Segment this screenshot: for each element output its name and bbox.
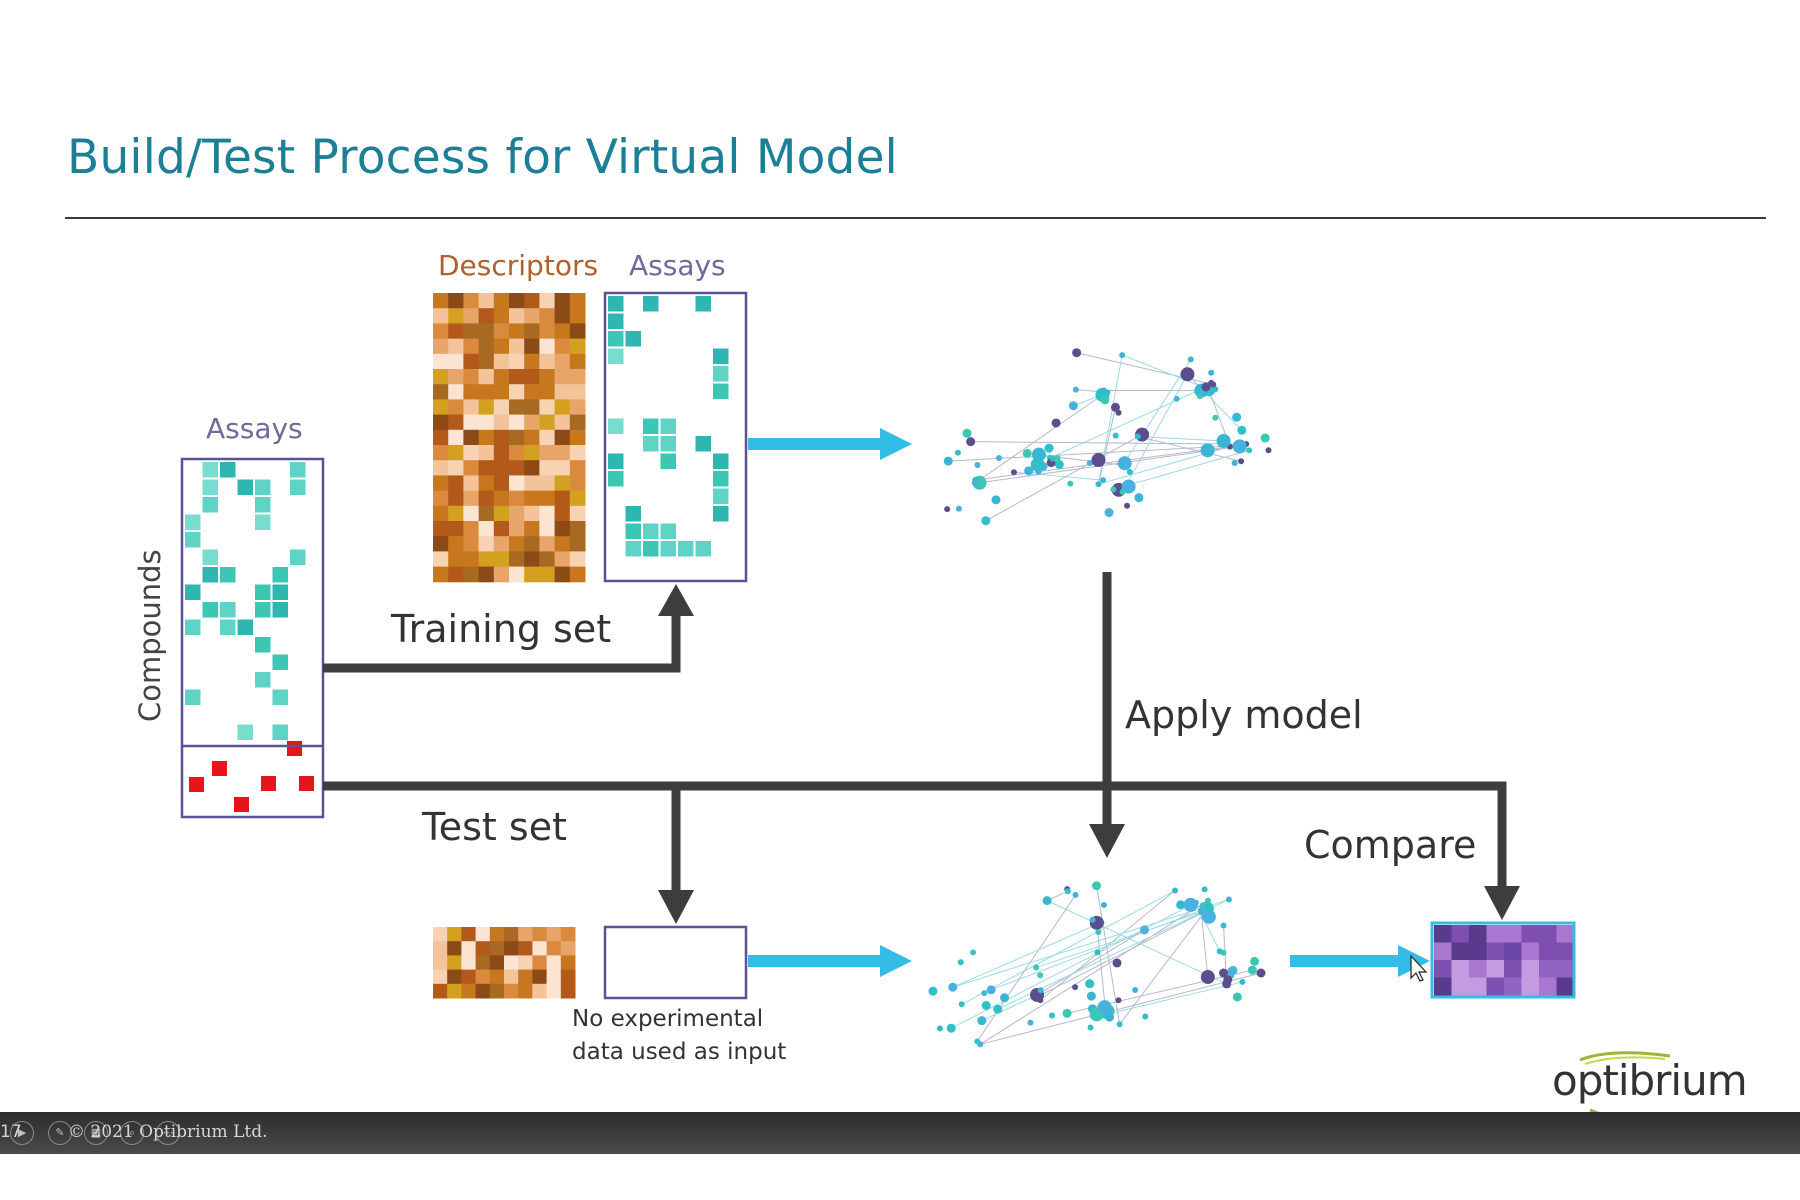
descriptors-label: Descriptors xyxy=(438,249,598,282)
apply-model-arrowhead xyxy=(1089,824,1125,858)
model-network-bottom xyxy=(928,881,1266,1048)
compounds-label: Compounds xyxy=(133,549,167,722)
play-icon[interactable]: ▶ xyxy=(10,1121,34,1145)
training-set-label: Training set xyxy=(390,607,611,651)
copyright-text: © 2021 Optibrium Ltd. xyxy=(68,1122,268,1142)
more-icon[interactable]: ⋯ xyxy=(156,1121,180,1145)
assays-left-label: Assays xyxy=(206,412,303,445)
mouse-cursor-icon xyxy=(1410,954,1428,982)
training-set-arrowhead xyxy=(658,584,694,616)
test-matrix xyxy=(433,925,748,1000)
compare-arrowhead xyxy=(1484,886,1520,920)
no-data-label-line2: data used as input xyxy=(572,1039,786,1065)
slides-icon[interactable]: ▦ xyxy=(84,1121,108,1145)
slide-title: Build/Test Process for Virtual Model xyxy=(67,130,898,185)
assays-top-label: Assays xyxy=(629,249,726,282)
prediction-matrix xyxy=(1430,921,1576,999)
zoom-icon[interactable]: ⌕ xyxy=(120,1121,144,1145)
logo-text: optibrium xyxy=(1552,1056,1748,1105)
apply-model-label: Apply model xyxy=(1125,693,1363,737)
model-network-top xyxy=(943,348,1272,526)
flow-arrow-top xyxy=(748,428,912,460)
training-set-arrow xyxy=(323,610,681,673)
no-data-label-line1: No experimental xyxy=(572,1006,763,1032)
test-set-arrowhead xyxy=(658,890,694,924)
test-set-label: Test set xyxy=(421,805,567,849)
title-divider xyxy=(65,217,1766,219)
left-assay-matrix xyxy=(180,457,325,819)
flow-arrow-bottom xyxy=(748,945,912,977)
test-set-line xyxy=(323,781,1507,894)
flow-arrow-compare xyxy=(1290,945,1430,977)
presentation-toolbar: 17 ▶ ✎ ▦ ⌕ ⋯ © 2021 Optibrium Ltd. xyxy=(0,1112,1800,1154)
pen-icon[interactable]: ✎ xyxy=(48,1121,72,1145)
training-matrix xyxy=(433,291,748,583)
compare-label: Compare xyxy=(1304,823,1476,867)
